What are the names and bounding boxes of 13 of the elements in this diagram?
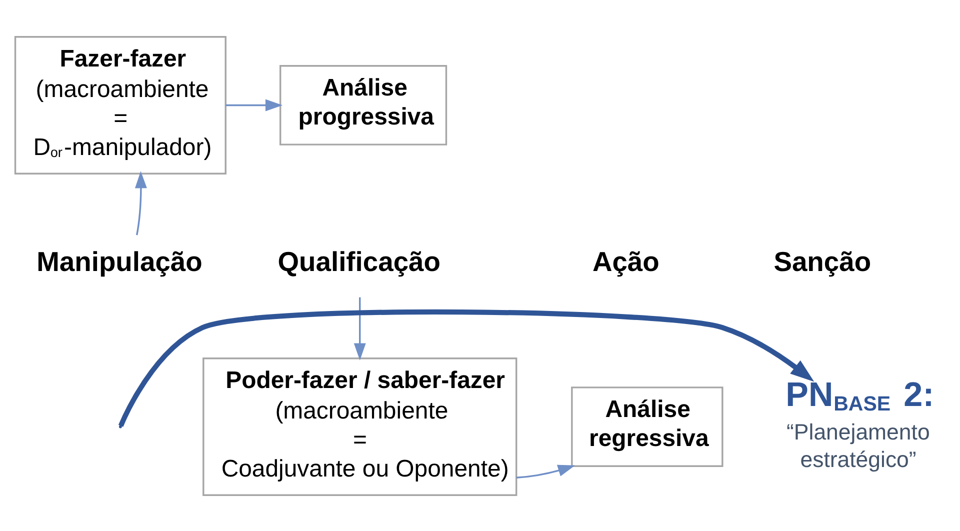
arrow xyxy=(226,98,283,111)
node-text: Manipulação xyxy=(36,245,202,276)
node-box: Análise progressiva xyxy=(279,64,448,145)
node-box: Poder-fazer / saber-fazer (macroambiente = Coadjuvante ou Oponente) xyxy=(202,357,518,496)
arrow xyxy=(118,309,814,426)
node-text: Sanção xyxy=(774,245,872,276)
arrow xyxy=(354,296,366,360)
node-text: Ação xyxy=(592,245,660,276)
arrow xyxy=(516,464,576,478)
node-text: Qualificação xyxy=(278,245,440,276)
node-box: Análise regressiva xyxy=(571,386,724,466)
arrow xyxy=(134,170,147,235)
node-box: Fazer-fazer (macroambiente = Dor-manipulador) xyxy=(14,35,226,174)
